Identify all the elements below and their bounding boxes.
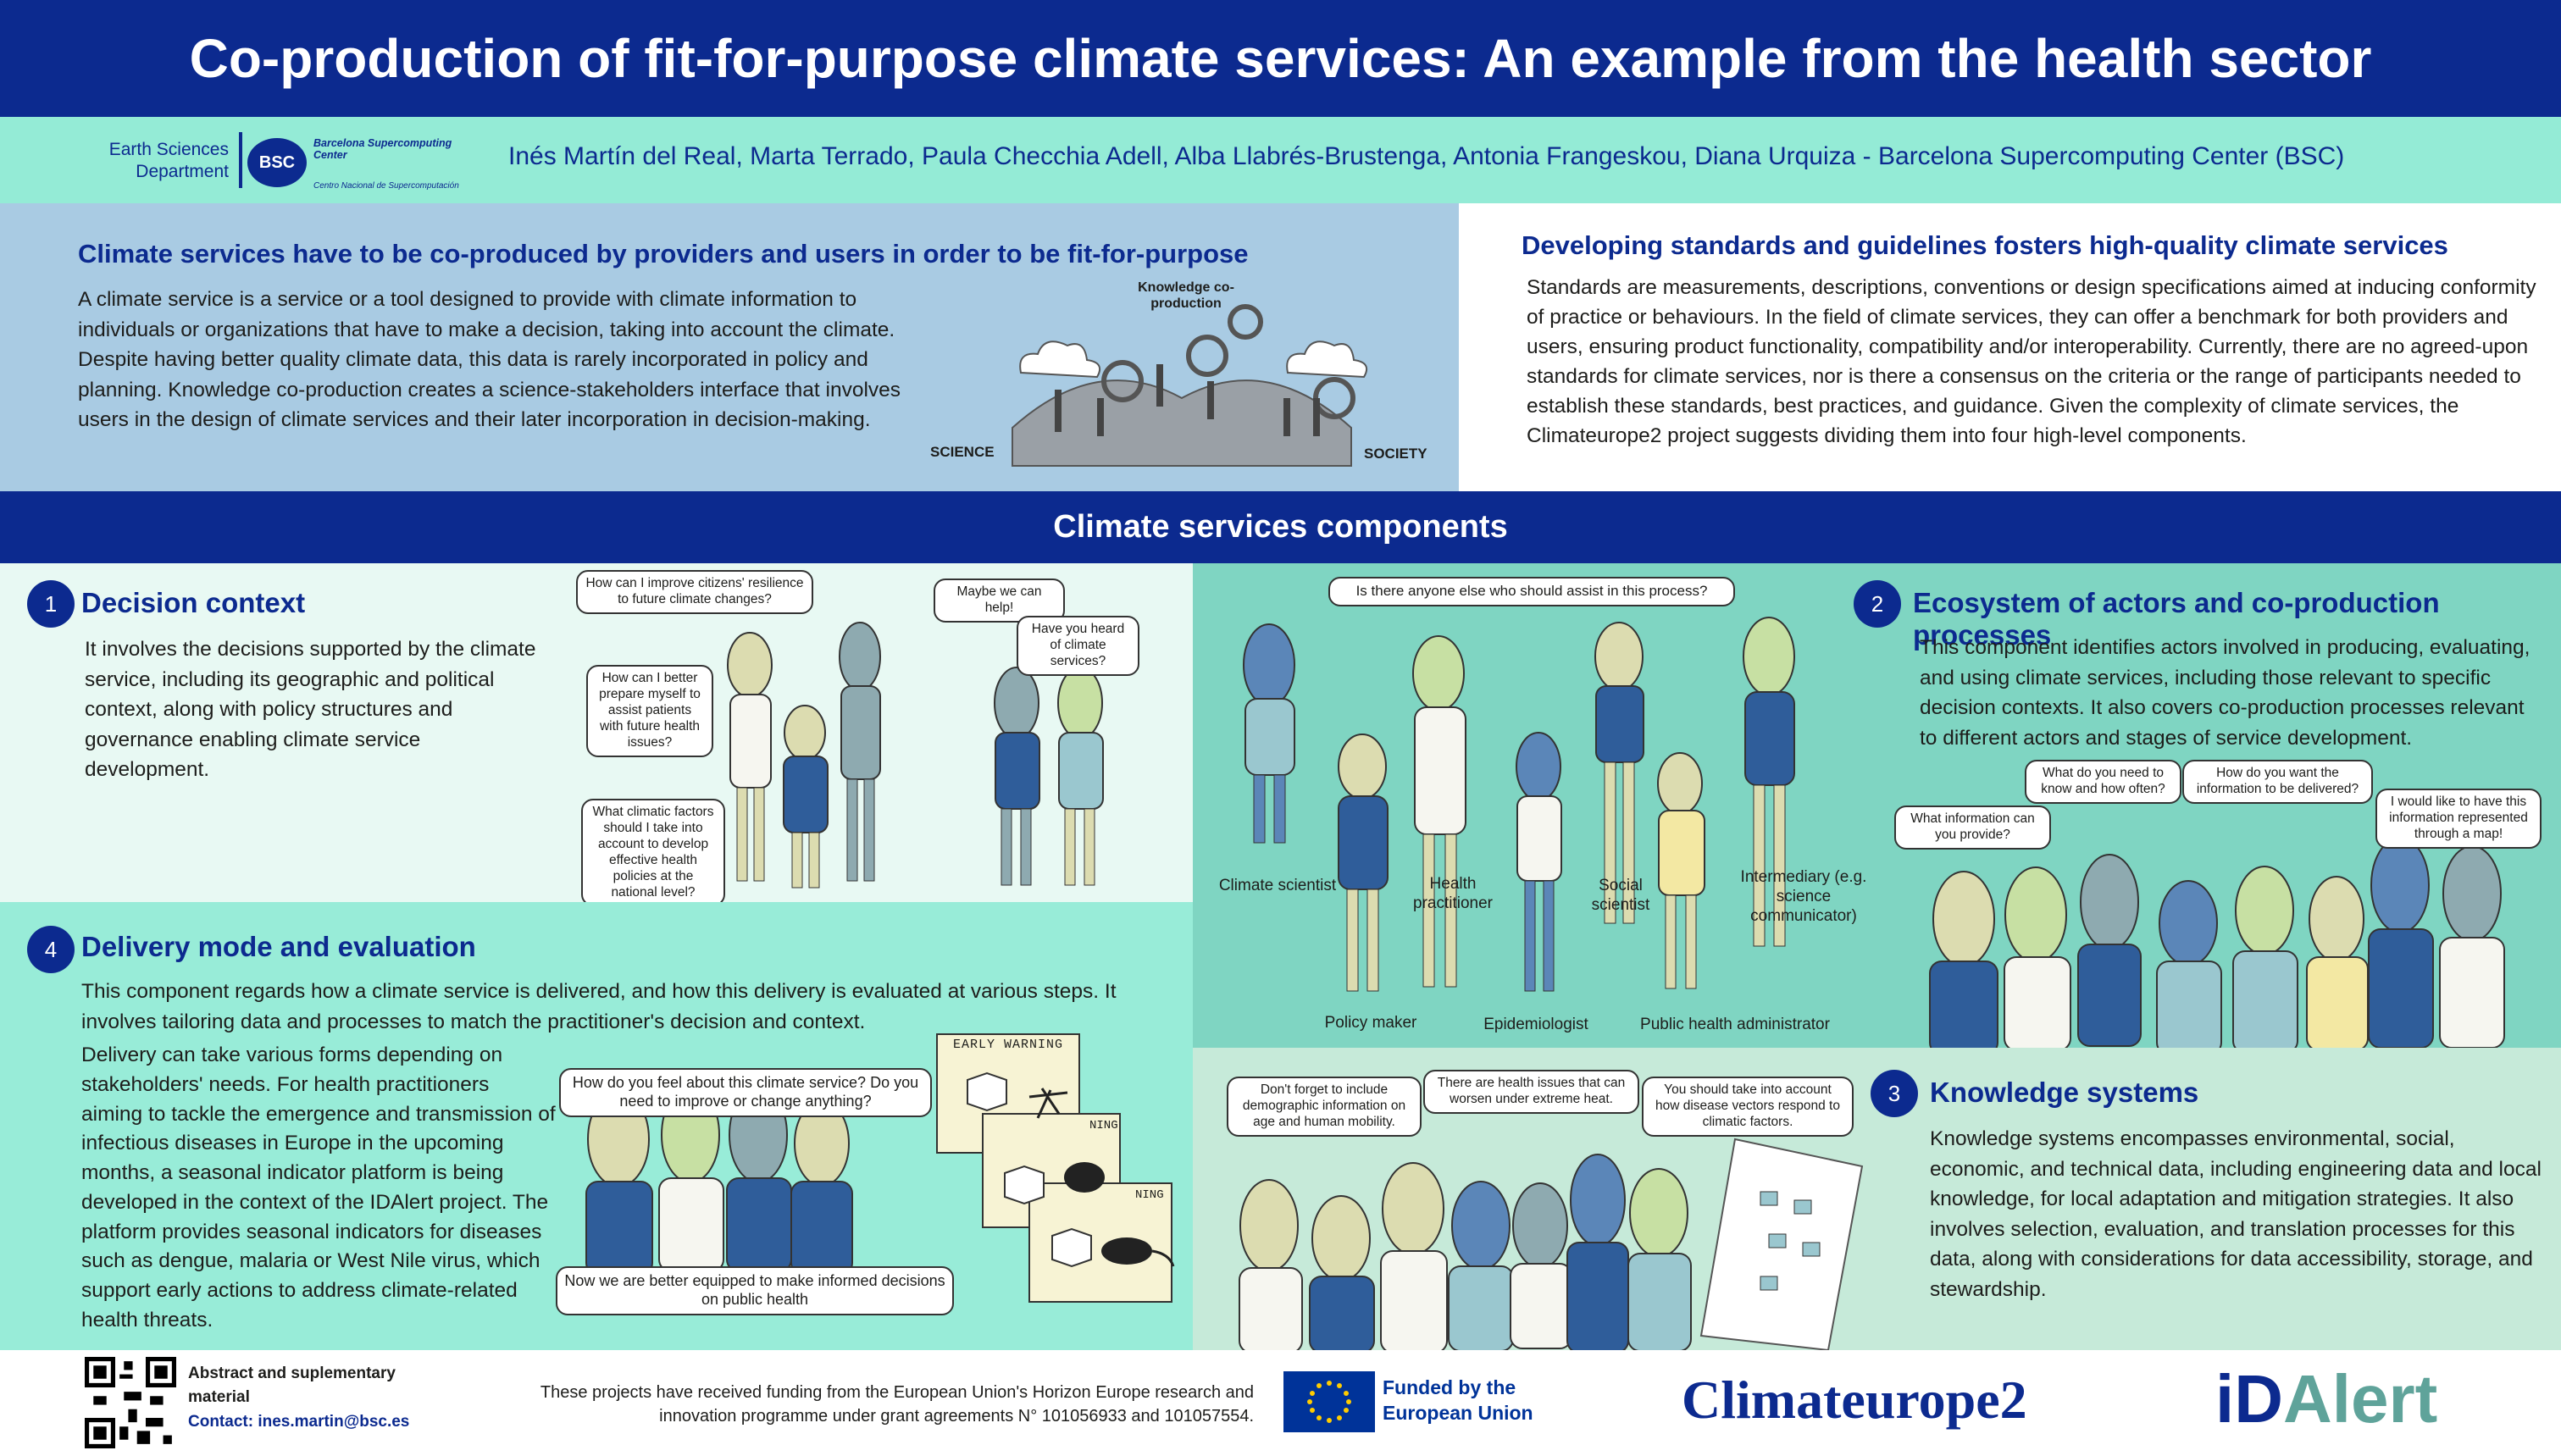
bubble-citizens-resilience: How can I improve citizens' resilience t…: [576, 570, 813, 614]
decision-context-illustration: [727, 622, 1104, 889]
abstract-label: Abstract and suplementary material: [188, 1365, 396, 1406]
footer: Abstract and suplementary material Conta…: [0, 1350, 2561, 1456]
bubble-better-equipped: Now we are better equipped to make infor…: [556, 1266, 954, 1315]
intro-left-panel: Climate services have to be co-produced …: [0, 203, 1459, 491]
bubble-map-request: I would like to have this information re…: [2375, 789, 2542, 849]
eu-flag-icon: [1283, 1371, 1375, 1432]
actor-label-public-health-administrator: Public health administrator: [1640, 1016, 1830, 1033]
knowledge-coproduction-label: Knowledge co-production: [1138, 280, 1234, 312]
bubble-prepare-patients: How can I better prepare myself to assis…: [586, 665, 713, 757]
intro-right-panel: Developing standards and guidelines fost…: [1459, 203, 2561, 491]
author-bar: Earth Sciences Department BSC Barcelona …: [0, 117, 2561, 203]
bsc-subtitle: Centro Nacional de Supercomputación: [313, 181, 459, 191]
bubble-how-delivered: How do you want the information to be de…: [2182, 760, 2373, 804]
society-label: SOCIETY: [1364, 446, 1427, 462]
section-body: It involves the decisions supported by t…: [85, 638, 536, 782]
warning-partial-label-2: NING: [1135, 1188, 1164, 1202]
earth-sciences-department-label: Earth Sciences Department: [108, 140, 229, 182]
bubble-heard-climate-services: Have you heard of climate services?: [1017, 616, 1139, 676]
components-heading: Climate services components: [0, 491, 2561, 563]
actor-label-epidemiologist: Epidemiologist: [1483, 1016, 1588, 1033]
bubble-disease-vectors: You should take into account how disease…: [1642, 1077, 1854, 1137]
early-warning-label: EARLY WARNING: [952, 1038, 1064, 1052]
actors-illustration: [1243, 617, 1795, 992]
actor-label-health-practitioner: Health practitioner: [1413, 875, 1493, 912]
section-title: Decision context: [81, 587, 306, 618]
actor-label-intermediary: Intermediary (e.g. science communicator): [1740, 868, 1867, 925]
actor-label-social-scientist: Social scientist: [1591, 877, 1650, 914]
section-title: Delivery mode and evaluation: [81, 931, 476, 962]
section-number: 3: [1871, 1070, 1918, 1117]
bubble-anyone-else: Is there anyone else who should assist i…: [1328, 577, 1735, 606]
bubble-how-do-you-feel: How do you feel about this climate servi…: [559, 1068, 932, 1117]
contact-email[interactable]: Contact: ines.martin@bsc.es: [188, 1413, 410, 1431]
section-number: 4: [27, 926, 75, 973]
actor-label-policy-maker: Policy maker: [1324, 1014, 1417, 1032]
warning-partial-label-1: NING: [1089, 1119, 1118, 1132]
bubble-climatic-factors: What climatic factors should I take into…: [581, 799, 725, 902]
bubble-what-need-to-know: What do you need to know and how often?: [2025, 760, 2181, 804]
intro-right-heading: Developing standards and guidelines fost…: [1522, 230, 2448, 260]
section-body: Delivery can take various forms dependin…: [81, 1044, 556, 1332]
section-delivery-mode: 4 Delivery mode and evaluation This comp…: [0, 902, 1193, 1350]
knowledge-illustration: [1239, 1138, 1864, 1350]
bsc-logo: BSC: [247, 138, 307, 187]
intro-left-body: A climate service is a service or a tool…: [78, 288, 901, 432]
co-production-illustration: [1012, 304, 1367, 467]
section-title: Knowledge systems: [1930, 1077, 2199, 1108]
bubble-maybe-help: Maybe we can help!: [934, 579, 1065, 623]
idalert-logo: iDAlert: [2215, 1365, 2437, 1433]
logo-divider: [239, 132, 242, 188]
intro-left-heading: Climate services have to be co-produced …: [78, 239, 1249, 269]
qr-code-icon[interactable]: [85, 1357, 176, 1448]
bsc-name: Barcelona Supercomputing Center: [313, 137, 452, 162]
section-decision-context: 1 Decision context It involves the decis…: [0, 563, 1193, 902]
section-body: Knowledge systems encompasses environmen…: [1930, 1127, 2542, 1301]
section-body: This component identifies actors involve…: [1920, 636, 2531, 750]
idalert-logo-id: iD: [2215, 1361, 2283, 1437]
science-label: SCIENCE: [930, 444, 995, 460]
section-body-top: This component regards how a climate ser…: [81, 980, 1117, 1033]
poster-title: Co-production of fit-for-purpose climate…: [0, 0, 2561, 117]
funding-statement: These projects have received funding fro…: [540, 1383, 1254, 1426]
section-ecosystem-actors: 2 Ecosystem of actors and co-production …: [1193, 563, 2561, 1048]
funded-by-eu-label: Funded by the European Union: [1383, 1376, 1533, 1424]
bubble-extreme-heat: There are health issues that can worsen …: [1423, 1070, 1639, 1114]
section-number: 2: [1854, 580, 1901, 628]
intro-right-body: Standards are measurements, descriptions…: [1527, 276, 2536, 448]
idalert-logo-alert: Alert: [2283, 1361, 2438, 1437]
bubble-demographic-info: Don't forget to include demographic info…: [1227, 1077, 1422, 1137]
section-knowledge-systems: 3 Knowledge systems Knowledge systems en…: [1193, 1048, 2561, 1350]
section-title: Ecosystem of actors and co-production pr…: [1913, 587, 2440, 650]
bubble-what-information: What information can you provide?: [1894, 806, 2051, 850]
authors-line: Inés Martín del Real, Marta Terrado, Pau…: [508, 142, 2345, 170]
actor-label-climate-scientist: Climate scientist: [1218, 877, 1337, 894]
climateurope2-logo: Climateurope2: [1682, 1370, 2027, 1430]
section-number: 1: [27, 580, 75, 628]
coproduction-group-illustration: [1929, 837, 2505, 1048]
